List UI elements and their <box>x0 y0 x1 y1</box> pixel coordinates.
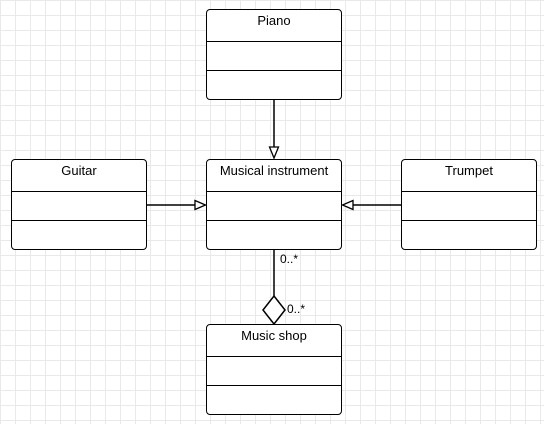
class-guitar-methods <box>12 221 146 249</box>
class-musical-instrument[interactable]: Musical instrument <box>206 159 342 250</box>
class-music-shop-attributes <box>207 357 341 386</box>
class-music-shop-name: Music shop <box>207 325 341 357</box>
class-musical-instrument-name: Musical instrument <box>207 160 341 192</box>
trumpet-generalization-arrowhead <box>340 199 354 211</box>
class-guitar[interactable]: Guitar <box>11 159 147 250</box>
aggregation-diamond <box>262 294 286 326</box>
class-music-shop-methods <box>207 386 341 414</box>
class-piano-methods <box>207 71 341 99</box>
class-music-shop[interactable]: Music shop <box>206 324 342 415</box>
shop-multiplicity-label: 0..* <box>287 302 305 316</box>
class-piano[interactable]: Piano <box>206 9 342 100</box>
class-trumpet-attributes <box>402 192 536 221</box>
class-guitar-name: Guitar <box>12 160 146 192</box>
guitar-generalization-arrowhead <box>194 199 208 211</box>
class-trumpet-methods <box>402 221 536 249</box>
class-guitar-attributes <box>12 192 146 221</box>
class-musical-instrument-attributes <box>207 192 341 221</box>
piano-generalization-arrowhead <box>268 146 280 160</box>
class-musical-instrument-methods <box>207 221 341 249</box>
class-trumpet-name: Trumpet <box>402 160 536 192</box>
class-piano-attributes <box>207 42 341 71</box>
class-piano-name: Piano <box>207 10 341 42</box>
class-trumpet[interactable]: Trumpet <box>401 159 537 250</box>
instrument-multiplicity-label: 0..* <box>280 252 298 266</box>
